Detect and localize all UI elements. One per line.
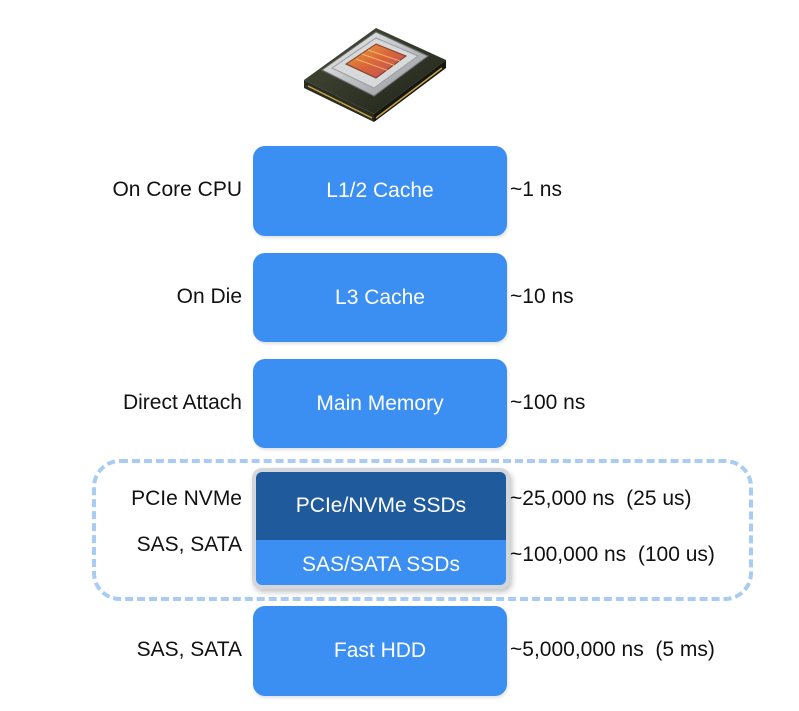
tier-location-nvme: PCIe NVMe [131, 487, 242, 510]
tier-box-nvme-ssds: PCIe/NVMe SSDs [256, 472, 506, 540]
tier-name-sas-ssd: SAS/SATA SSDs [302, 552, 460, 576]
cpu-chip-image [304, 28, 446, 122]
tier-location-hdd: SAS, SATA [136, 638, 242, 661]
tier-location-sas-ssd: SAS, SATA [136, 533, 242, 556]
tier-box-l12-cache: L1/2 Cache [253, 146, 507, 236]
tier-box-main-memory: Main Memory [253, 359, 507, 448]
tier-name-memory: Main Memory [316, 391, 444, 415]
tier-latency-hdd: ~5,000,000 ns (5 ms) [510, 638, 715, 661]
tier-box-l3-cache: L3 Cache [253, 253, 507, 342]
tier-name-l3: L3 Cache [335, 285, 425, 309]
tier-box-fast-hdd: Fast HDD [253, 606, 507, 696]
tier-name-l12: L1/2 Cache [326, 179, 434, 202]
tier-box-sas-ssds: SAS/SATA SSDs [256, 540, 506, 585]
ssd-group-outline [92, 459, 753, 601]
tier-location-l3: On Die [176, 285, 242, 308]
tier-latency-l12: ~1 ns [510, 178, 562, 201]
tier-latency-sas-ssd: ~100,000 ns (100 us) [510, 543, 715, 566]
tier-location-memory: Direct Attach [122, 391, 242, 414]
tier-location-l12: On Core CPU [112, 178, 242, 201]
tier-latency-l3: ~10 ns [510, 285, 574, 308]
ssd-stack: PCIe/NVMe SSDs SAS/SATA SSDs [252, 468, 510, 589]
tier-name-nvme: PCIe/NVMe SSDs [295, 494, 467, 517]
tier-latency-nvme: ~25,000 ns (25 us) [510, 487, 692, 510]
tier-latency-memory: ~100 ns [510, 391, 586, 414]
tier-name-hdd: Fast HDD [333, 639, 427, 662]
